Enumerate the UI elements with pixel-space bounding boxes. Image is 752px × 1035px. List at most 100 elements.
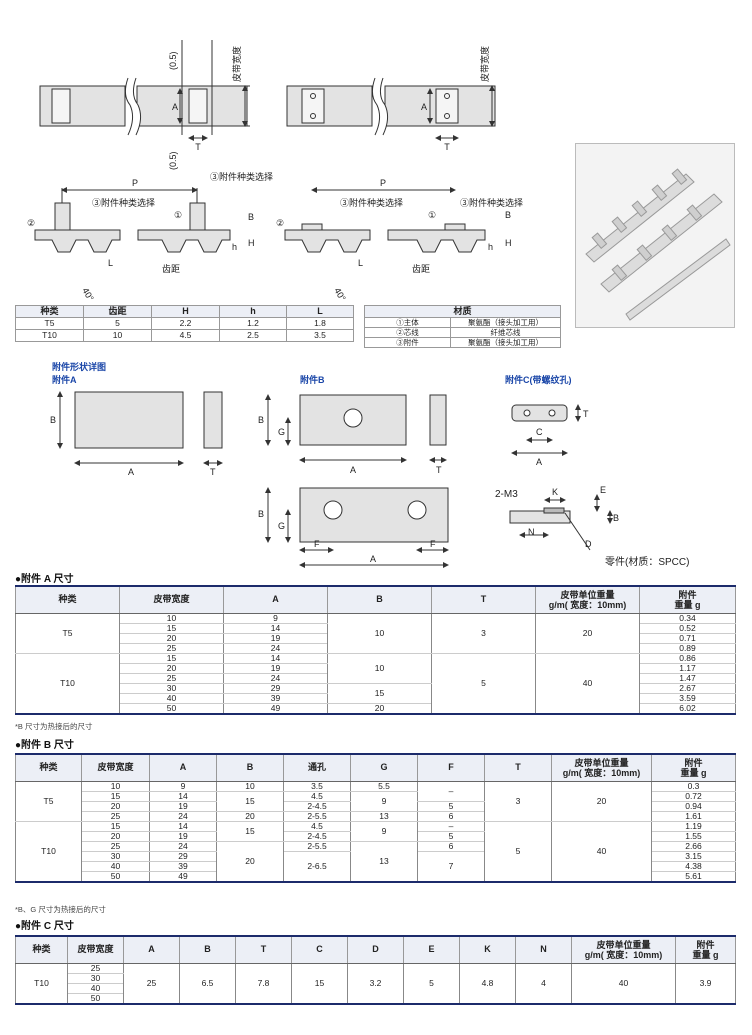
cell: 40 [535,652,640,714]
attachment-a-title: 附件A [52,375,77,385]
belt-width-label: 皮带宽度 [231,46,242,82]
attachment-a-side [203,391,223,449]
table-row: 15 14 15 4.5 9 0.72 [16,790,736,812]
c-h-k: K [459,935,516,964]
cell: 3.15 [651,850,736,862]
callout-core-2: ② [276,218,284,228]
cell: 0.94 [651,800,736,812]
cell: 1.55 [651,830,736,842]
cell: 0.3 [651,780,736,792]
table-row: T5 10 9 10 3 20 0.34 [15,612,736,654]
c-h-n: N [515,935,572,964]
cell: 30 [81,850,150,862]
attachment-a-front [74,391,184,449]
cell: 5 [484,820,552,882]
a-h-b: B [327,585,432,614]
spec-header-h-small: h [219,305,287,318]
table-row: T10 10 4.5 2.5 3.5 [15,329,354,342]
c-h-weight: 皮带单位重量 g/m( 宽度：10mm) [571,935,676,964]
cell: 10 [83,329,152,342]
cell: 25 [81,840,150,852]
attachment-b2-front [299,487,449,543]
part-note: 零件(材质：SPCC) [605,555,689,568]
cell: 50 [67,992,124,1004]
cell: T10 [15,329,84,342]
dim-f: F [430,539,436,549]
b-h-att: 附件 重量 g [651,753,736,782]
callout-body: ① [174,210,182,220]
b-h-b: B [216,753,284,782]
cell: 10 [327,612,432,654]
cell: 25 [123,962,180,1004]
dim-t: T [583,409,589,419]
cell: T5 [15,612,120,654]
dim-b-label-2: B [505,210,511,220]
dim-g: G [278,427,285,437]
cell: 14 [223,652,328,664]
table-row: 50 49 5.61 [16,870,736,882]
cell: 20 [535,612,640,654]
cell: 7.8 [235,962,292,1004]
cell: 3.9 [675,962,736,1004]
cell: 20 [81,830,150,842]
dim-b: B [613,513,619,523]
material-part: ①主体 [364,317,451,328]
cell: 19 [149,830,217,842]
cell: 20 [216,840,284,882]
cell: 9 [223,612,328,624]
cell: 24 [149,840,217,852]
spec-header-pitch: 齿距 [83,305,152,318]
dim-l-label: L [108,258,113,268]
cell: 40 [81,860,150,872]
callout-attachment-select-4: ③附件种类选择 [460,197,523,208]
cell: 2-4.5 [283,830,351,842]
attachment-b-title: 附件B [300,375,325,385]
cell: T10 [15,820,82,882]
cell: 39 [223,692,328,704]
cell: 2-6.5 [283,850,351,882]
dim-k: K [552,487,558,497]
dim-pitch-label-2: 齿距 [412,264,430,274]
cell: 15 [216,790,284,812]
dim-t: T [436,465,442,475]
dim-a: A [370,554,376,564]
table-b: 种类 皮带宽度 A B 通孔 G F T 皮带单位重量 g/m( 宽度：10mm… [15,753,736,883]
cell: 25 [67,962,124,974]
material-part: ②芯线 [364,327,451,338]
cell: 4.8 [459,962,516,1004]
cell: – [417,780,485,802]
cell: 9 [350,820,418,842]
cell: 0.86 [639,652,736,664]
cell: 25 [119,672,224,684]
cell: 24 [223,642,328,654]
dim-a: A [536,457,542,467]
c-h-type: 种类 [15,935,68,964]
dim-h-upper: H [248,238,255,248]
table-a-note: *B 尺寸为热接后的尺寸 [15,722,93,731]
cell: 2.66 [651,840,736,852]
spec-table: 种类 齿距 H h L T5 5 2.2 1.2 1.8 T10 10 4.5 … [15,305,354,342]
cell: 19 [149,800,217,812]
belt-diagrams: A T (0.5) (0.5) 皮带宽度 A T 皮带宽度 P ③附件种类选择 … [27,40,523,303]
cell: 15 [327,682,432,704]
attachment-drawings: B A T B G A T B G F F A C A T 2-M3 K E B… [50,391,689,568]
product-photo [575,143,735,328]
cell: 10 [119,612,224,624]
callout-body-2: ① [428,210,436,220]
cell: 10 [327,652,432,684]
cell: 5.61 [651,870,736,882]
cell: 3.5 [283,780,351,792]
dim-b: B [258,415,264,425]
table-row: 40 [16,982,736,994]
c-h-att: 附件 重量 g [675,935,736,964]
belt-width-label-2: 皮带宽度 [479,46,490,82]
dim-a-label: A [172,102,178,112]
cell: 5 [417,800,485,812]
dim-l-label-2: L [358,258,363,268]
b-h-weight: 皮带单位重量 g/m( 宽度：10mm) [551,753,652,782]
cell: 19 [223,662,328,674]
cell: 7 [417,850,485,882]
c-h-c: C [291,935,348,964]
cell: 5.5 [350,780,418,792]
